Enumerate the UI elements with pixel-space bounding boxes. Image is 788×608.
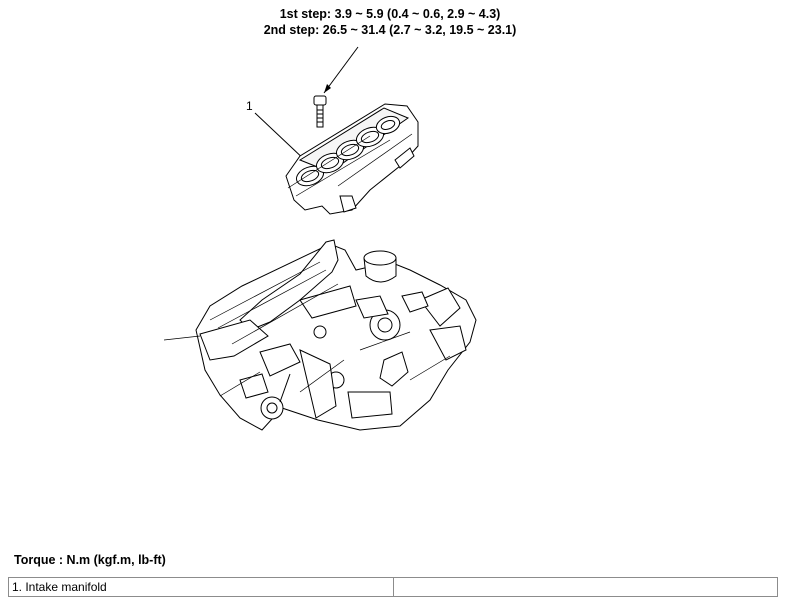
intake-manifold [285, 103, 419, 215]
legend-row: 1. Intake manifold [8, 577, 778, 597]
legend-item-cell: 1. Intake manifold [8, 577, 394, 597]
callout-leader-line [254, 112, 309, 164]
engine-block [163, 239, 477, 431]
torque-step-1: 1st step: 3.9 ~ 5.9 (0.4 ~ 0.6, 2.9 ~ 4.… [279, 7, 501, 21]
torque-units-label: Torque : N.m (kgf.m, lb-ft) [14, 553, 166, 567]
callout-number-1: 1 [246, 99, 253, 113]
legend-table: 1. Intake manifold [8, 577, 778, 597]
torque-leader-arrowhead [324, 84, 331, 93]
torque-spec: 1st step: 3.9 ~ 5.9 (0.4 ~ 0.6, 2.9 ~ 4.… [200, 6, 580, 38]
engine-diagram: 1 [163, 46, 477, 431]
torque-leader-line [323, 46, 359, 94]
torque-step-2: 2nd step: 26.5 ~ 31.4 (2.7 ~ 3.2, 19.5 ~… [263, 23, 517, 37]
bolt [313, 95, 327, 128]
legend-blank-cell [392, 577, 778, 597]
